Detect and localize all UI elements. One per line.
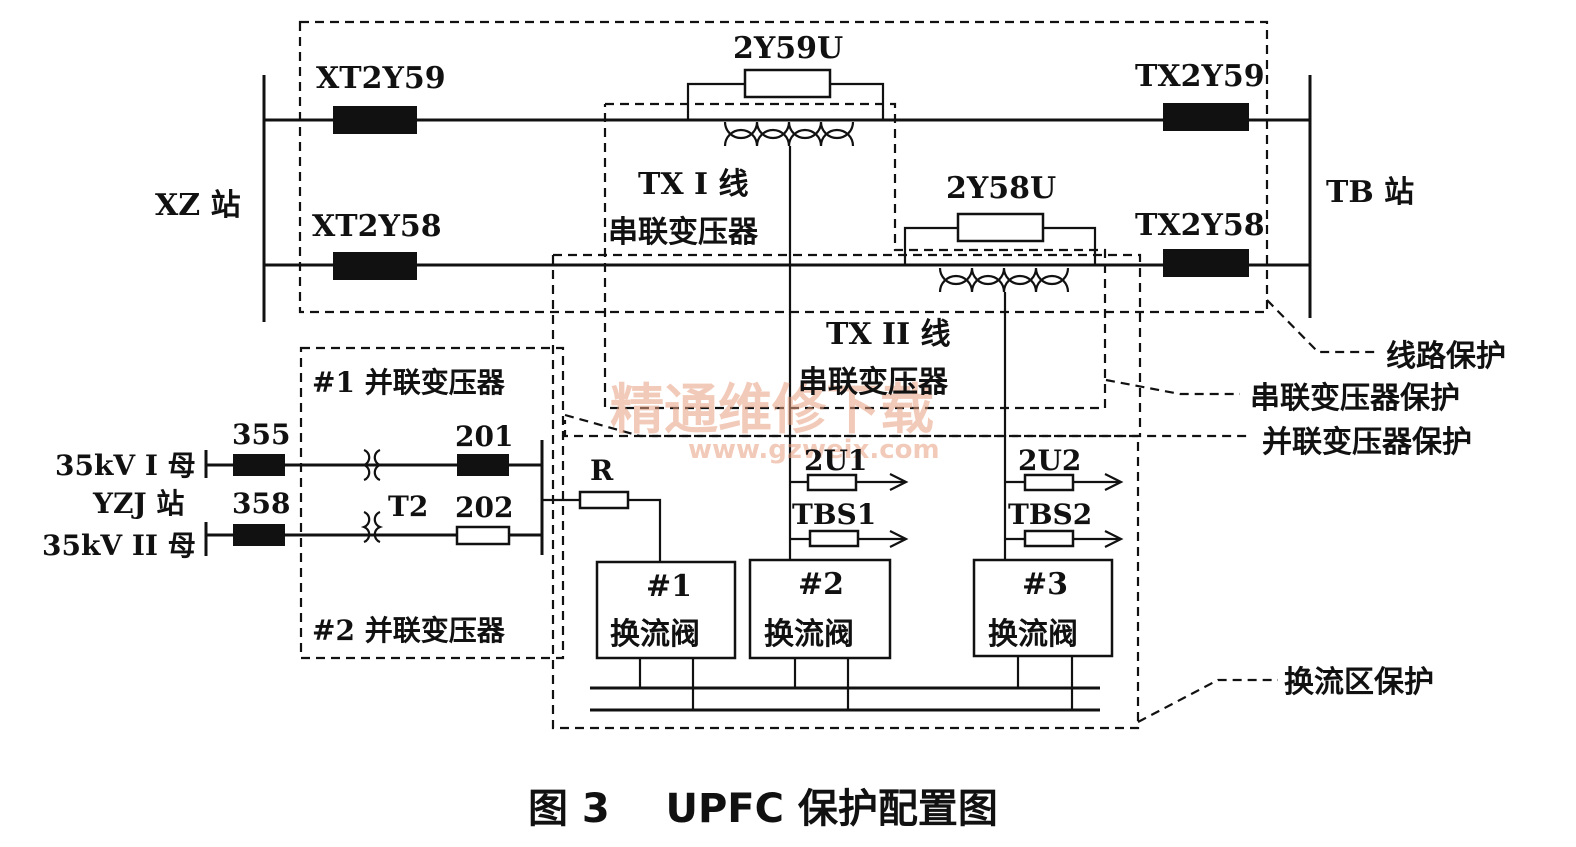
label-tx2-series: 串联变压器 bbox=[798, 365, 949, 400]
label-valve-3: 换流阀 bbox=[988, 617, 1078, 652]
zone-converter-protection bbox=[551, 255, 1140, 730]
shunt-transformer-t1-symbol bbox=[360, 448, 384, 482]
label-valve-2-num: #2 bbox=[798, 567, 844, 602]
bypass-breaker-2y59u bbox=[743, 68, 832, 99]
leader-line-protection bbox=[1266, 299, 1378, 354]
label-t2: T2 bbox=[388, 490, 428, 523]
leader-converter-protection bbox=[1137, 678, 1278, 723]
label-358: 358 bbox=[232, 487, 290, 520]
label-tbs2: TBS2 bbox=[1008, 498, 1092, 531]
zone-line-protection bbox=[298, 20, 1269, 314]
label-tx2-line: TX II 线 bbox=[826, 317, 951, 352]
label-bus-1: 35kV I 母 bbox=[55, 449, 196, 482]
label-r: R bbox=[590, 454, 614, 487]
breaker-201 bbox=[457, 454, 509, 476]
watermark-cn: 精通维修下载 bbox=[610, 378, 934, 441]
label-shunt-2: #2 并联变压器 bbox=[312, 614, 506, 647]
label-202: 202 bbox=[455, 491, 513, 524]
bypass-breaker-2y58u bbox=[956, 212, 1045, 243]
watermark-url: www.gzweix.com bbox=[688, 435, 940, 465]
converter-taps bbox=[790, 473, 1124, 548]
label-tx2y58: TX2Y58 bbox=[1135, 208, 1265, 243]
label-201: 201 bbox=[455, 420, 513, 453]
label-series-protection: 串联变压器保护 bbox=[1250, 381, 1460, 416]
converter-valve-3 bbox=[972, 558, 1114, 658]
converter-valve-2 bbox=[748, 558, 892, 660]
label-converter-protection: 换流区保护 bbox=[1284, 665, 1434, 700]
label-xz-station: XZ 站 bbox=[155, 188, 241, 223]
label-355: 355 bbox=[232, 418, 290, 451]
label-shunt-1: #1 并联变压器 bbox=[312, 366, 506, 399]
label-valve-3-num: #3 bbox=[1022, 567, 1068, 602]
label-2u2: 2U2 bbox=[1018, 444, 1081, 477]
dc-bus bbox=[590, 656, 1100, 712]
label-xt2y59: XT2Y59 bbox=[316, 61, 446, 96]
label-xt2y58: XT2Y58 bbox=[312, 209, 442, 244]
breaker-358 bbox=[233, 524, 285, 546]
label-valve-1-num: #1 bbox=[646, 569, 692, 604]
label-tb-station: TB 站 bbox=[1326, 175, 1414, 210]
label-2y58u: 2Y58U bbox=[946, 171, 1056, 206]
label-tbs1: TBS1 bbox=[792, 498, 876, 531]
resistor-r bbox=[578, 490, 630, 510]
label-tx1-line: TX I 线 bbox=[638, 167, 749, 202]
series-transformer-1 bbox=[686, 68, 885, 560]
series-transformer-2 bbox=[903, 212, 1097, 560]
zone-converter-upper bbox=[553, 253, 1142, 435]
shunt-transformer-t2-symbol bbox=[360, 510, 384, 544]
breaker-tx2y58 bbox=[1163, 249, 1249, 277]
label-valve-2: 换流阀 bbox=[764, 617, 854, 652]
label-2u1: 2U1 bbox=[804, 444, 867, 477]
label-bus-2: 35kV II 母 bbox=[42, 529, 196, 562]
label-tx2y59: TX2Y59 bbox=[1135, 59, 1265, 94]
leader-shunt-protection bbox=[564, 413, 1250, 438]
leader-series-protection bbox=[1105, 378, 1240, 396]
figure-caption: 图 3 UPFC 保护配置图 bbox=[528, 786, 998, 832]
converter-valve-1 bbox=[595, 560, 737, 660]
label-valve-1: 换流阀 bbox=[610, 617, 700, 652]
label-tx1-series: 串联变压器 bbox=[608, 215, 759, 250]
label-shunt-protection: 并联变压器保护 bbox=[1262, 425, 1472, 460]
breaker-tx2y59 bbox=[1163, 103, 1249, 131]
breaker-xt2y59 bbox=[333, 106, 417, 134]
zone-series-transformer-protection bbox=[603, 102, 1107, 410]
breaker-202 bbox=[455, 525, 511, 546]
breaker-xt2y58 bbox=[333, 252, 417, 280]
label-2y59u: 2Y59U bbox=[733, 31, 843, 66]
label-yzj-station: YZJ 站 bbox=[92, 487, 184, 520]
label-line-protection: 线路保护 bbox=[1386, 339, 1506, 374]
breaker-355 bbox=[233, 454, 285, 476]
